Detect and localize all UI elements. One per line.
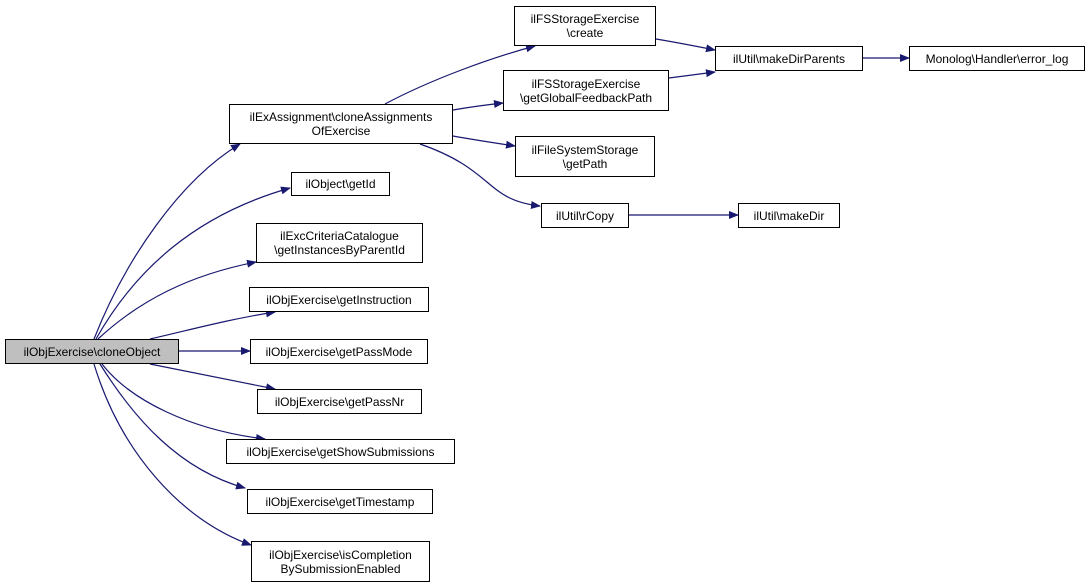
node-ilobjexercise-cloneobject: ilObjExercise\cloneObject — [5, 339, 179, 364]
node-get-pass-mode[interactable]: ilObjExercise\getPassMode — [250, 339, 428, 364]
node-fsstorage-create[interactable]: ilFSStorageExercise \create — [514, 6, 656, 46]
node-fsstorage-get-global-feedback-path[interactable]: ilFSStorageExercise \getGlobalFeedbackPa… — [503, 70, 669, 111]
edge-root-to-get-timestamp — [99, 363, 246, 490]
node-label: ilUtil\makeDirParents — [732, 51, 846, 66]
node-label: ilObjExercise\cloneObject — [23, 344, 161, 359]
node-label: ilObjExercise\getPassNr — [274, 394, 405, 409]
node-label-line1: ilFileSystemStorage — [531, 142, 639, 157]
edge-fs-feedback-to-make-dir-parents — [668, 69, 716, 79]
edge-clone-assignments-to-fs-getpath — [452, 135, 516, 149]
node-label: Monolog\Handler\error_log — [925, 51, 1069, 66]
node-label: ilObject\getId — [305, 177, 376, 191]
edge-root-to-clone-assignments — [93, 143, 241, 340]
edge-fs-create-to-make-dir-parents — [655, 38, 716, 53]
edge-root-to-get-pass-nr — [149, 363, 276, 392]
node-label-line1: ilFSStorageExercise — [530, 12, 640, 26]
node-label: ilObjExercise\getTimestamp — [265, 494, 415, 509]
node-label-line2: OfExercise — [311, 124, 371, 138]
node-label: ilObjExercise\getPassMode — [265, 344, 413, 359]
node-label-line2: BySubmissionEnabled — [280, 561, 401, 576]
node-ilutil-rcopy[interactable]: ilUtil\rCopy — [541, 203, 629, 228]
node-clone-assignments-of-exercise[interactable]: ilExAssignment\cloneAssignments OfExerci… — [229, 104, 453, 144]
node-label: ilUtil\rCopy — [555, 208, 614, 223]
node-label: ilObjExercise\getShowSubmissions — [246, 444, 435, 459]
edge-root-to-get-instruction — [149, 309, 276, 340]
node-label: ilUtil\makeDir — [753, 208, 825, 223]
edge-root-to-get-instances — [97, 259, 257, 340]
node-get-instances-by-parent-id[interactable]: ilExcCriteriaCatalogue \getInstancesByPa… — [256, 223, 423, 263]
node-get-pass-nr[interactable]: ilObjExercise\getPassNr — [257, 389, 422, 414]
edge-root-to-get-id — [95, 186, 291, 340]
edge-root-to-get-show-submissions — [101, 363, 266, 442]
node-label-line2: \getPath — [562, 156, 608, 171]
node-ilutil-makedirparents[interactable]: ilUtil\makeDirParents — [715, 46, 863, 71]
edge-clone-assignments-to-fs-create — [384, 44, 536, 105]
node-label-line1: ilExAssignment\cloneAssignments — [249, 110, 433, 124]
node-ilutil-makedir[interactable]: ilUtil\makeDir — [738, 203, 840, 228]
node-is-completion-by-submission-enabled[interactable]: ilObjExercise\isCompletion BySubmissionE… — [251, 541, 430, 582]
node-label-line2: \create — [566, 26, 604, 40]
node-label-line1: ilExcCriteriaCatalogue — [280, 229, 399, 243]
edge-clone-assignments-to-rcopy — [419, 143, 541, 209]
node-label-line1: ilFSStorageExercise — [531, 76, 641, 91]
node-label-line2: \getGlobalFeedbackPath — [519, 90, 653, 105]
node-monolog-error-log[interactable]: Monolog\Handler\error_log — [909, 46, 1085, 71]
node-get-show-submissions[interactable]: ilObjExercise\getShowSubmissions — [226, 439, 455, 464]
node-get-instruction[interactable]: ilObjExercise\getInstruction — [249, 287, 429, 312]
node-ilobject-getid[interactable]: ilObject\getId — [291, 172, 390, 196]
node-label-line1: ilObjExercise\isCompletion — [269, 547, 412, 562]
node-label-line2: \getInstancesByParentId — [274, 243, 405, 257]
edge-root-to-is-completion — [93, 363, 252, 546]
edge-clone-assignments-to-fs-feedback — [452, 100, 504, 111]
node-get-timestamp[interactable]: ilObjExercise\getTimestamp — [247, 489, 433, 514]
node-filesystemstorage-getpath[interactable]: ilFileSystemStorage \getPath — [515, 136, 655, 177]
node-label: ilObjExercise\getInstruction — [266, 292, 412, 307]
